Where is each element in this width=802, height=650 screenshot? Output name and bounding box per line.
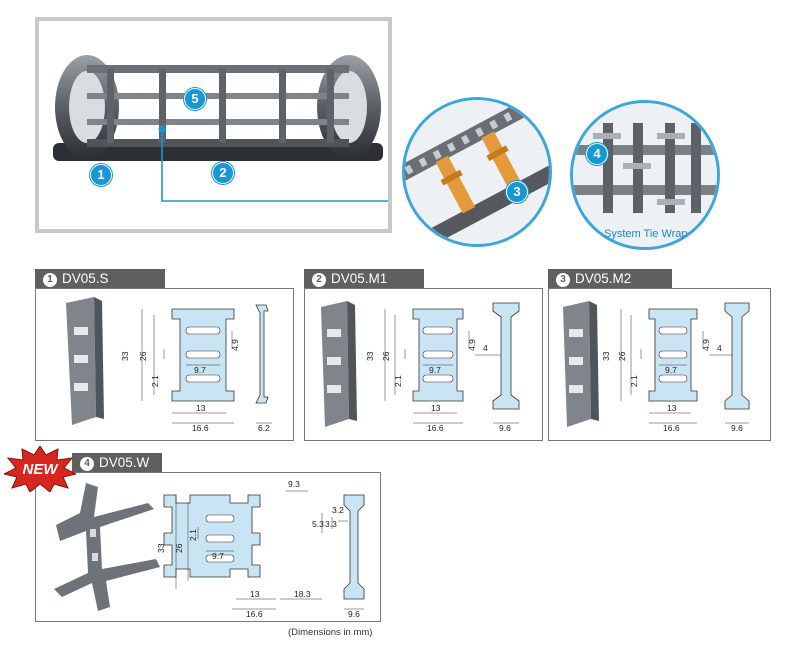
dim-top: 9.3	[288, 479, 300, 489]
panel-dv05-s: 33 26 2.1 9.7 4.9 13 16.6 6.2	[35, 288, 294, 441]
drawing-dv05-m2: 33 26 2.1 9.7 4.9 4 13 16.6 9.6	[563, 301, 750, 433]
render-3d	[66, 297, 104, 425]
dim-width: 13	[196, 403, 206, 413]
dim-width: 13	[250, 589, 260, 599]
product-name: DV05.M1	[331, 271, 388, 286]
tie-wrap-caption: System Tie Wrap	[604, 228, 688, 240]
dim-side: 4.9	[230, 339, 240, 351]
tie-wrap-detail-illustration	[573, 103, 717, 247]
starburst-icon: NEW	[2, 445, 78, 493]
tab-number: 1	[43, 273, 57, 287]
dim-inner: 26	[138, 351, 148, 361]
dim-slot: 9.7	[194, 365, 206, 375]
render-3d	[321, 301, 357, 427]
dim-outer: 16.6	[663, 423, 680, 433]
dim-inner: 26	[617, 351, 627, 361]
badge-1: 1	[90, 164, 112, 186]
dim-offset: 4	[717, 343, 722, 353]
tab-dv05-s: 1 DV05.S	[35, 269, 165, 288]
drawing-dv05-s: 33 26 2.1 9.7 4.9 13 16.6 6.2	[66, 297, 272, 433]
dim-height: 33	[120, 351, 130, 361]
detail-circle-separator	[402, 97, 552, 247]
chain-illustration	[53, 55, 407, 202]
dim-side: 4.9	[701, 339, 711, 351]
hero-image-frame	[35, 17, 407, 233]
dim-gap: 2.1	[629, 375, 639, 387]
dim-side: 4.9	[467, 339, 477, 351]
dim-profile: 9.6	[499, 423, 511, 433]
dim-slot: 9.7	[212, 551, 224, 561]
dim-side1: 5.3	[312, 519, 324, 529]
dim-gap: 2.1	[150, 375, 160, 387]
dim-offset: 3.2	[332, 505, 344, 515]
dim-height: 33	[601, 351, 611, 361]
tab-number: 4	[80, 457, 94, 471]
dim-height: 33	[156, 543, 166, 553]
badge-3: 3	[506, 181, 528, 203]
drawing-dv05-m1: 33 26 2.1 9.7 4.9 4 13 16.6 9.6	[321, 301, 520, 433]
badge-5: 5	[184, 88, 206, 110]
panel-dv05-m2: 33 26 2.1 9.7 4.9 4 13 16.6 9.6	[548, 288, 771, 441]
panel-dv05-w: 33 26 2.1 9.7 9.3 5.3 3.3 3.2 13 16.6 18…	[35, 472, 381, 622]
dim-ext: 18.3	[294, 589, 311, 599]
dim-outer: 16.6	[192, 423, 209, 433]
dim-outer: 16.6	[246, 609, 263, 619]
render-3d	[563, 301, 599, 427]
tab-number: 2	[312, 273, 326, 287]
dim-side2: 3.3	[325, 519, 337, 529]
product-name: DV05.S	[62, 271, 109, 286]
dim-inner: 26	[174, 543, 184, 553]
detail-circle-tie-wrap	[570, 100, 720, 250]
dim-profile: 6.2	[258, 423, 270, 433]
dim-width: 13	[667, 403, 677, 413]
drawing-dv05-w: 33 26 2.1 9.7 9.3 5.3 3.3 3.2 13 16.6 18…	[54, 479, 365, 619]
dim-profile: 9.6	[348, 609, 360, 619]
dim-profile: 9.6	[731, 423, 743, 433]
dim-slot: 9.7	[429, 365, 441, 375]
dim-gap: 2.1	[188, 529, 198, 541]
product-name: DV05.M2	[575, 271, 632, 286]
panel-dv05-m1: 33 26 2.1 9.7 4.9 4 13 16.6 9.6	[304, 288, 543, 441]
tab-number: 3	[556, 273, 570, 287]
dim-height: 33	[365, 351, 375, 361]
new-badge: NEW	[2, 445, 78, 493]
tab-dv05-m1: 2 DV05.M1	[304, 269, 424, 288]
dim-slot: 9.7	[665, 365, 677, 375]
dim-outer: 16.6	[427, 423, 444, 433]
tab-dv05-m2: 3 DV05.M2	[548, 269, 672, 288]
footnote: (Dimensions in mm)	[288, 627, 373, 638]
badge-4: 4	[586, 143, 608, 165]
separator-detail-illustration	[405, 100, 549, 244]
product-name: DV05.W	[99, 455, 150, 470]
tab-dv05-w: 4 DV05.W	[72, 453, 162, 472]
dim-inner: 26	[381, 351, 391, 361]
render-3d	[54, 483, 160, 611]
badge-2: 2	[212, 162, 234, 184]
dim-gap: 2.1	[393, 375, 403, 387]
new-label: NEW	[23, 461, 60, 478]
dim-width: 13	[431, 403, 441, 413]
dim-offset: 4	[483, 343, 488, 353]
